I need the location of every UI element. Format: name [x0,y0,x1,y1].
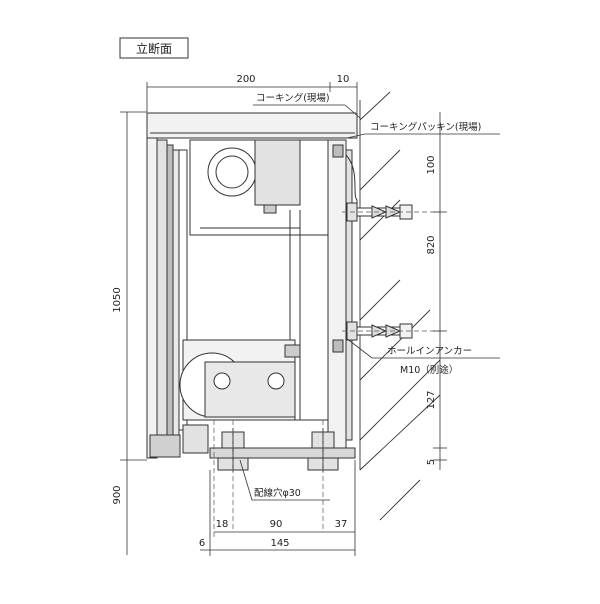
lower-motor [179,339,301,421]
dim-lower-height: 900 [112,485,123,504]
center-lines [213,211,440,540]
dim-base-width: 145 [270,538,289,549]
label-caulking-site: コーキング(現場) [256,92,330,104]
dimension-lines [120,82,447,556]
dim-bottom-left: 18 [216,519,229,530]
label-anchor-size: M10（別途） [400,364,458,376]
dim-right-top: 100 [426,155,437,174]
base-plate [209,428,356,472]
label-hole-in-anchor: ホールインアンカー [387,346,472,357]
dim-right-lower: 127 [426,390,437,409]
dim-top-width: 200 [236,74,255,85]
dim-right-middle: 820 [426,235,437,254]
label-caulking-packing-site: コーキングパッキン(現場) [370,121,481,133]
dim-total-height: 1050 [112,287,123,312]
wall-hatching [359,91,441,521]
dim-top-edge: 10 [337,74,350,85]
front-panel [146,137,209,459]
dim-bottom-right: 37 [335,519,348,530]
top-cap [146,112,358,139]
label-wiring-hole: 配線穴φ30 [254,487,301,499]
section-title: 立断面 [136,41,172,56]
rear-panel [327,139,358,451]
leader-lines [239,104,500,501]
section-title-box: 立断面 [119,37,189,59]
dim-base-offset: 6 [199,538,205,549]
upper-motor [207,139,301,214]
dim-right-bottom: 5 [426,459,437,465]
dim-bottom-middle: 90 [270,519,283,530]
